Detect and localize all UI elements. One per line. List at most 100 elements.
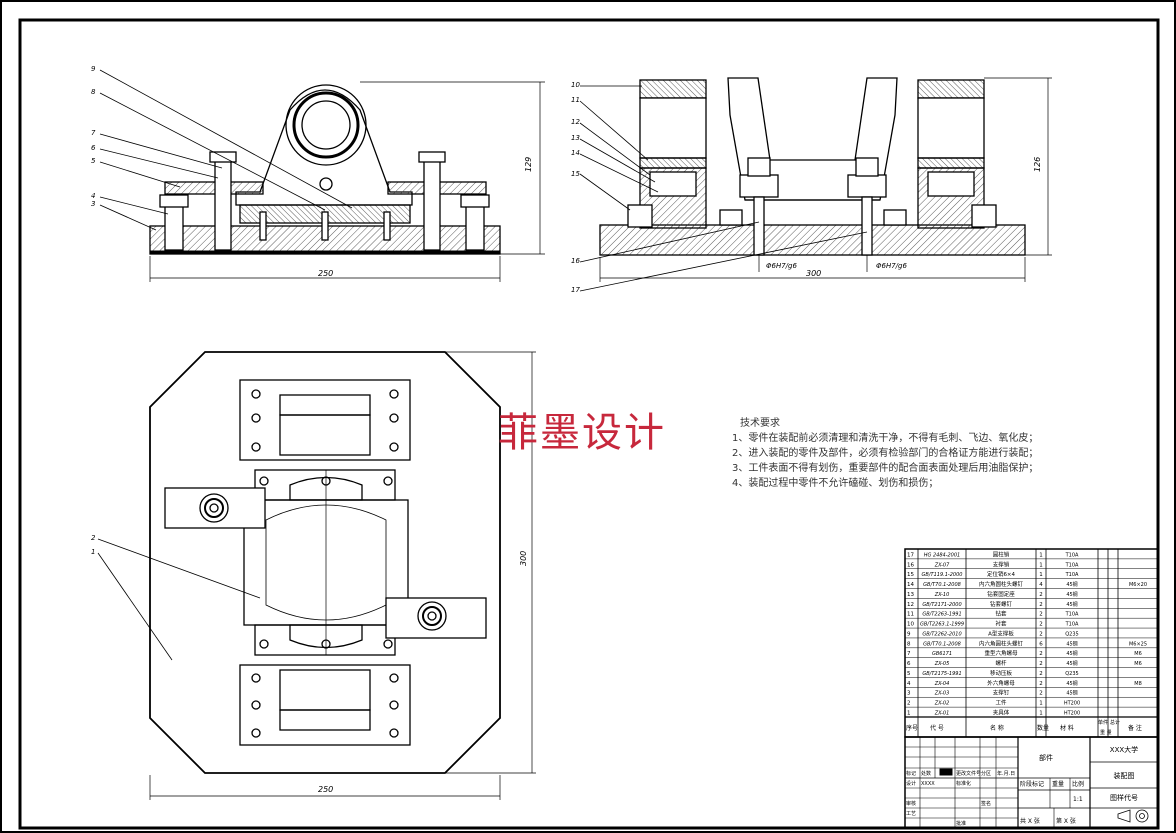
bom-cell-no: 15 [907, 572, 914, 578]
bom-cell-no: 11 [907, 612, 914, 618]
bom-cell-code: ZX-05 [934, 661, 950, 667]
bom-cell-mat: HT200 [1064, 701, 1080, 707]
bom-cell-mat: 45钢 [1066, 690, 1077, 697]
svg-text:部件: 部件 [1039, 753, 1053, 762]
bom-cell-qty: 2 [1039, 622, 1043, 628]
svg-text:1:1: 1:1 [1073, 796, 1083, 803]
bom-cell-qty: 2 [1039, 612, 1043, 618]
bom-cell-mat: T10A [1065, 562, 1079, 568]
bom-cell-no: 3 [907, 691, 911, 697]
svg-text:17: 17 [571, 286, 580, 294]
bom-cell-name: 衬套 [995, 620, 1007, 628]
svg-text:15: 15 [571, 170, 580, 178]
svg-text:2: 2 [91, 534, 96, 542]
bom-cell-qty: 1 [1039, 562, 1043, 568]
bom-cell-mat: 45钢 [1066, 650, 1077, 657]
bom-cell-name: 定位销6×4 [987, 570, 1016, 578]
bom-cell-code: GB/T2262-2010 [922, 631, 961, 637]
bom-cell-no: 9 [907, 631, 911, 637]
side-balloons: 10 11 12 13 14 15 16 17 [571, 81, 580, 294]
bom-cell-mat: 45钢 [1066, 640, 1077, 647]
svg-text:XXX大学: XXX大学 [1110, 745, 1138, 754]
bom-cell-note: M6×25 [1129, 641, 1147, 647]
bom-cell-name: 钻套螺钉 [990, 600, 1013, 608]
bom-cell-no: 2 [907, 701, 911, 707]
svg-text:第 X 张: 第 X 张 [1056, 817, 1076, 825]
note-item: 1、零件在装配前必须清理和清洗干净，不得有毛刺、飞边、氧化皮； [732, 433, 1039, 444]
svg-text:分区: 分区 [981, 770, 991, 777]
dim-front-width: 250 [318, 269, 333, 278]
svg-text:6: 6 [91, 144, 96, 152]
bom-cell-mat: 45钢 [1066, 601, 1077, 608]
svg-text:16: 16 [571, 257, 580, 265]
svg-text:备 注: 备 注 [1128, 724, 1142, 732]
side-view [579, 77, 1052, 292]
bom-cell-qty: 2 [1039, 691, 1043, 697]
fit-right: Φ6H7/g6 [876, 262, 907, 270]
svg-text:4: 4 [91, 192, 95, 200]
svg-text:8: 8 [91, 88, 96, 96]
svg-text:14: 14 [571, 149, 580, 157]
bom-cell-name: 螺杆 [995, 659, 1007, 667]
bom-cell-code: ZX-10 [934, 592, 950, 598]
bom-cell-no: 5 [907, 671, 911, 677]
bom-cell-mat: Q235 [1065, 631, 1078, 637]
bom-cell-code: GB/T2263.1-1999 [920, 622, 964, 628]
bom-cell-note: M8 [1134, 681, 1142, 687]
bom-cell-code: ZX-04 [934, 681, 950, 687]
dim-plan-height: 300 [519, 551, 528, 566]
bom-cell-qty: 2 [1039, 651, 1043, 657]
svg-text:批准: 批准 [956, 820, 966, 827]
bom-cell-name: 移动压板 [990, 669, 1013, 677]
bom-cell-code: GB/T119.1-2000 [922, 572, 963, 578]
bom-cell-note: M6×20 [1129, 582, 1147, 588]
note-item: 2、进入装配的零件及部件，必须有检验部门的合格证方能进行装配； [732, 448, 1039, 459]
bom-cell-qty: 4 [1039, 582, 1043, 588]
bom-cell-code: GB/T70.1-2008 [923, 582, 961, 588]
bom-cell-name: 支撑销 [993, 560, 1010, 568]
svg-text:比例: 比例 [1072, 780, 1084, 788]
svg-text:年.月.日: 年.月.日 [997, 770, 1015, 777]
bom-cell-code: GB/T2171-2000 [922, 602, 961, 608]
dim-plan-width: 250 [318, 785, 333, 794]
plan-balloons: 2 1 [91, 534, 96, 556]
bom-cell-name: 钻套固定座 [987, 590, 1015, 598]
bom-cell-mat: T10A [1065, 622, 1079, 628]
svg-text:数量: 数量 [1037, 724, 1049, 732]
bom-cell-no: 8 [907, 641, 911, 647]
svg-text:总计: 总计 [1110, 719, 1120, 726]
fit-left: Φ6H7/g6 [766, 262, 797, 270]
svg-text:签名: 签名 [981, 800, 991, 807]
bom-cell-qty: 2 [1039, 661, 1043, 667]
svg-text:工艺: 工艺 [906, 811, 916, 817]
svg-text:材 料: 材 料 [1060, 724, 1074, 732]
svg-text:重量: 重量 [1052, 780, 1064, 788]
dim-front-height: 129 [524, 157, 533, 172]
bom-cell-mat: 45钢 [1066, 581, 1077, 588]
plan-view [97, 351, 536, 800]
bom-cell-code: ZX-07 [934, 562, 950, 568]
bom-cell-qty: 6 [1039, 641, 1043, 647]
notes-title: 技术要求 [740, 418, 780, 429]
bom-cell-qty: 2 [1039, 681, 1043, 687]
bom-cell-name: 重型六角螺母 [984, 649, 1018, 657]
bom-cell-qty: 2 [1039, 602, 1043, 608]
bom-cell-code: GB6171 [932, 651, 952, 657]
svg-text:1: 1 [91, 548, 95, 556]
bom-cell-no: 17 [907, 552, 914, 558]
bom-cell-no: 7 [907, 651, 911, 657]
watermark: 菲墨设计 [498, 410, 666, 456]
dim-side-height: 126 [1033, 157, 1042, 172]
bom-cell-code: ZX-02 [934, 701, 950, 707]
bom-cell-mat: 45钢 [1066, 660, 1077, 667]
bom-cell-code: GB/T70.1-2008 [923, 641, 961, 647]
bom-cell-mat: T10A [1065, 572, 1079, 578]
bom-cell-code: GB/T2263-1991 [922, 612, 961, 618]
bom-cell-qty: 1 [1039, 701, 1043, 707]
bom-cell-no: 4 [907, 681, 911, 687]
svg-text:审核: 审核 [906, 800, 916, 807]
svg-text:代 号: 代 号 [930, 724, 944, 732]
svg-text:12: 12 [571, 118, 580, 126]
